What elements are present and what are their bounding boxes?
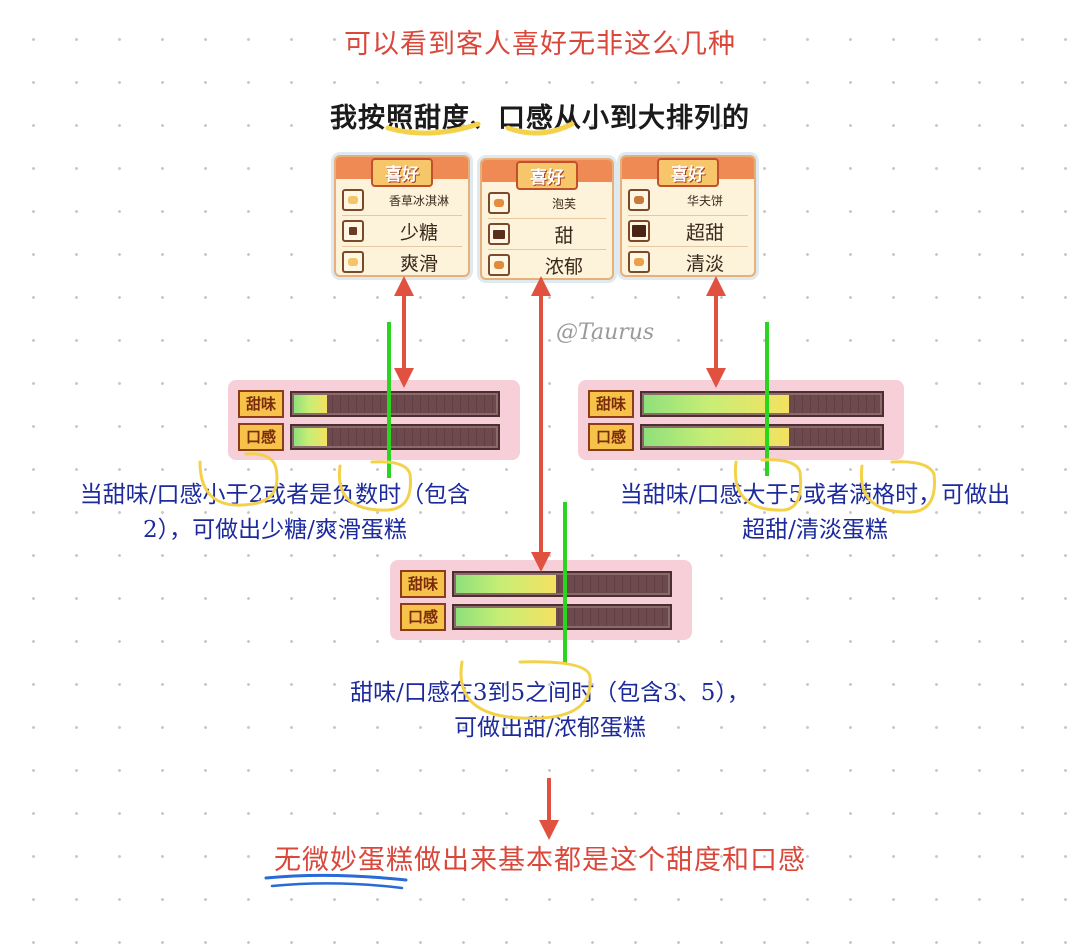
blue-underline — [264, 873, 408, 882]
card-sweetness: 超甜 — [685, 221, 724, 244]
sweetness-track — [290, 390, 500, 417]
preference-card-puff: 喜好 泡芙 甜 浓郁 — [480, 158, 614, 280]
sweetness-label: 甜味 — [588, 389, 634, 418]
texture-fill — [294, 427, 328, 446]
card-item-name: 泡芙 — [551, 196, 576, 211]
sweetness-icon — [342, 220, 364, 242]
sweetness-fill — [644, 394, 789, 413]
texture-icon — [488, 254, 510, 276]
card-item-row: 泡芙 — [488, 188, 606, 219]
caption-high-line1: 当甜味/口感大于5或者满格时，可做出 — [619, 482, 1011, 508]
page-title: 可以看到客人喜好无非这么几种 — [344, 29, 736, 60]
sweetness-track — [640, 390, 884, 417]
meter-panel-mid: 甜味 口感 — [390, 560, 692, 640]
texture-meter: 口感 — [400, 600, 682, 633]
caption-mid-line2: 可做出甜/浓郁蛋糕 — [454, 714, 646, 741]
texture-track — [452, 603, 672, 630]
card-sweetness: 少糖 — [399, 221, 438, 244]
bottom-note: 无微妙蛋糕做出来基本都是这个甜度和口感 — [274, 845, 806, 876]
texture-label: 口感 — [400, 602, 446, 631]
circle-greater-than-5 — [733, 458, 803, 512]
texture-track — [640, 423, 884, 450]
card-item-row: 华夫饼 — [628, 185, 748, 216]
card-sweetness-row: 甜 — [488, 219, 606, 250]
sweetness-meter: 甜味 — [400, 567, 682, 600]
circle-full — [859, 460, 937, 514]
texture-label: 口感 — [238, 422, 284, 451]
card-texture: 清淡 — [685, 252, 724, 275]
circle-negative — [337, 460, 413, 512]
card-sweetness-row: 少糖 — [342, 216, 462, 247]
food-icon — [488, 192, 510, 214]
texture-label: 口感 — [588, 422, 634, 451]
food-icon — [628, 189, 650, 211]
texture-icon — [342, 251, 364, 273]
texture-track — [290, 423, 500, 450]
food-icon — [342, 189, 364, 211]
card-header: 喜好 — [482, 160, 612, 190]
watermark: @Taurus — [556, 320, 655, 345]
sweetness-track — [452, 570, 672, 597]
meter-panel-low: 甜味 口感 — [228, 380, 520, 460]
highlight-tian-du — [385, 121, 481, 136]
sweetness-meter: 甜味 — [588, 387, 894, 420]
texture-meter: 口感 — [588, 420, 894, 453]
texture-meter: 口感 — [238, 420, 510, 453]
texture-fill — [644, 427, 789, 446]
sweetness-label: 甜味 — [400, 569, 446, 598]
texture-icon — [628, 251, 650, 273]
sweetness-label: 甜味 — [238, 389, 284, 418]
circle-less-than-2 — [198, 452, 279, 507]
preference-card-vanilla: 喜好 香草冰淇淋 少糖 爽滑 — [334, 155, 470, 277]
card-sweetness: 甜 — [554, 224, 574, 247]
sweetness-icon — [488, 223, 510, 245]
texture-fill — [456, 607, 556, 626]
card-texture-row: 爽滑 — [342, 247, 462, 277]
blue-underline-2 — [270, 882, 404, 890]
card-texture-row: 清淡 — [628, 247, 748, 277]
card-header: 喜好 — [336, 157, 468, 187]
sweetness-fill — [456, 574, 556, 593]
preference-card-waffle: 喜好 华夫饼 超甜 清淡 — [620, 155, 756, 277]
caption-low-line2: 2），可做出少糖/爽滑蛋糕 — [143, 516, 407, 543]
card-item-name: 香草冰淇淋 — [388, 193, 449, 208]
card-item-row: 香草冰淇淋 — [342, 185, 462, 216]
card-sweetness-row: 超甜 — [628, 216, 748, 247]
caption-mid-line1: 甜味/口感在3到5之间时（包含3、5）， — [350, 680, 750, 706]
card-item-name: 华夫饼 — [686, 193, 723, 208]
card-texture: 爽滑 — [399, 252, 438, 275]
card-texture: 浓郁 — [544, 255, 583, 278]
sweetness-meter: 甜味 — [238, 387, 510, 420]
card-texture-row: 浓郁 — [488, 250, 606, 280]
caption-high: 当甜味/口感大于5或者满格时，可做出 超甜/清淡蛋糕 — [560, 478, 1070, 547]
card-header: 喜好 — [622, 157, 754, 187]
sweetness-fill — [294, 394, 328, 413]
highlight-kou-gan — [505, 121, 575, 136]
meter-panel-high: 甜味 口感 — [578, 380, 904, 460]
caption-mid: 甜味/口感在3到5之间时（包含3、5）， 可做出甜/浓郁蛋糕 — [250, 676, 850, 745]
sweetness-icon — [628, 220, 650, 242]
circle-3-to-5 — [459, 660, 592, 720]
caption-high-line2: 超甜/清淡蛋糕 — [742, 516, 888, 543]
